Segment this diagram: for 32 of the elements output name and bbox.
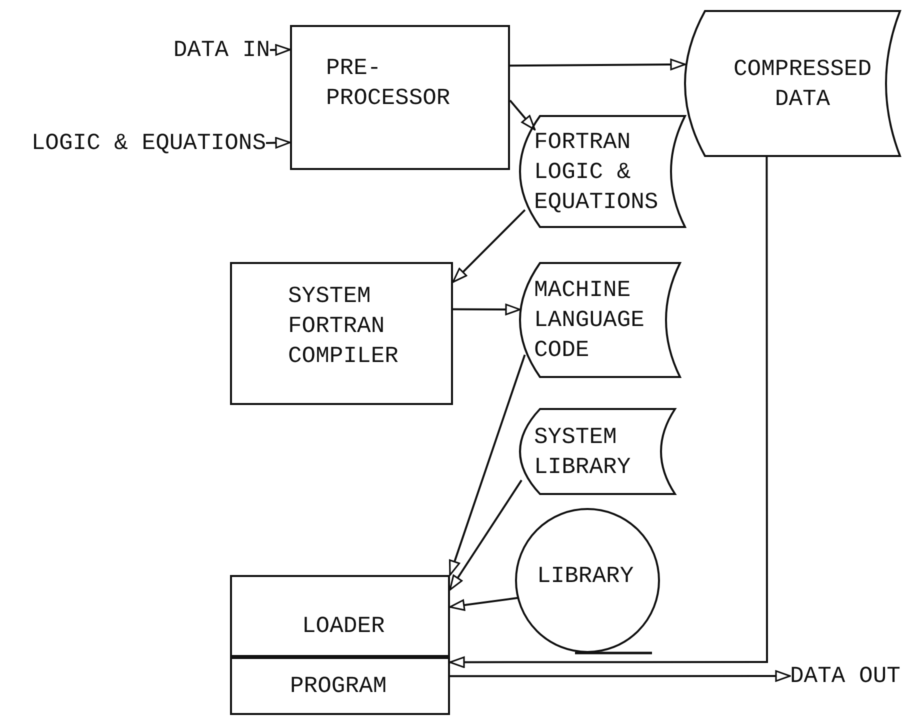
process-box [230,262,453,405]
tape-reel-circle [515,508,660,653]
arrow [509,100,536,130]
process-box [290,25,510,170]
arrow [452,209,526,283]
storage-shape [520,115,685,228]
arrow [449,480,522,591]
arrow [453,304,521,316]
node-label: PROGRAM [290,672,388,701]
arrow [449,157,768,668]
flow-label: DATA OUT [790,662,900,691]
node-label: COMPRESSED DATA [732,54,873,114]
arrow [266,136,291,149]
storage-shape [520,262,680,378]
flow-label: DATA IN [173,36,270,65]
node-label: FORTRAN LOGIC & EQUATIONS [534,128,660,216]
process-box [230,657,450,715]
arrow [449,596,518,611]
arrow [270,44,291,56]
storage-shape [520,408,675,495]
node-label: LOADER [302,612,386,641]
storage-shape [685,10,900,157]
process-box [230,575,450,657]
node-label: SYSTEM FORTRAN COMPILER [288,282,400,370]
node-label: MACHINE LANGUAGE CODE [534,276,646,365]
arrow [450,670,791,682]
flow-label: LOGIC & EQUATIONS [31,129,266,158]
node-label: PRE- PROCESSOR [326,54,452,112]
node-label: SYSTEM LIBRARY [534,422,632,482]
arrow [510,58,686,70]
node-label: LIBRARY [537,562,635,590]
arrow [448,354,526,576]
